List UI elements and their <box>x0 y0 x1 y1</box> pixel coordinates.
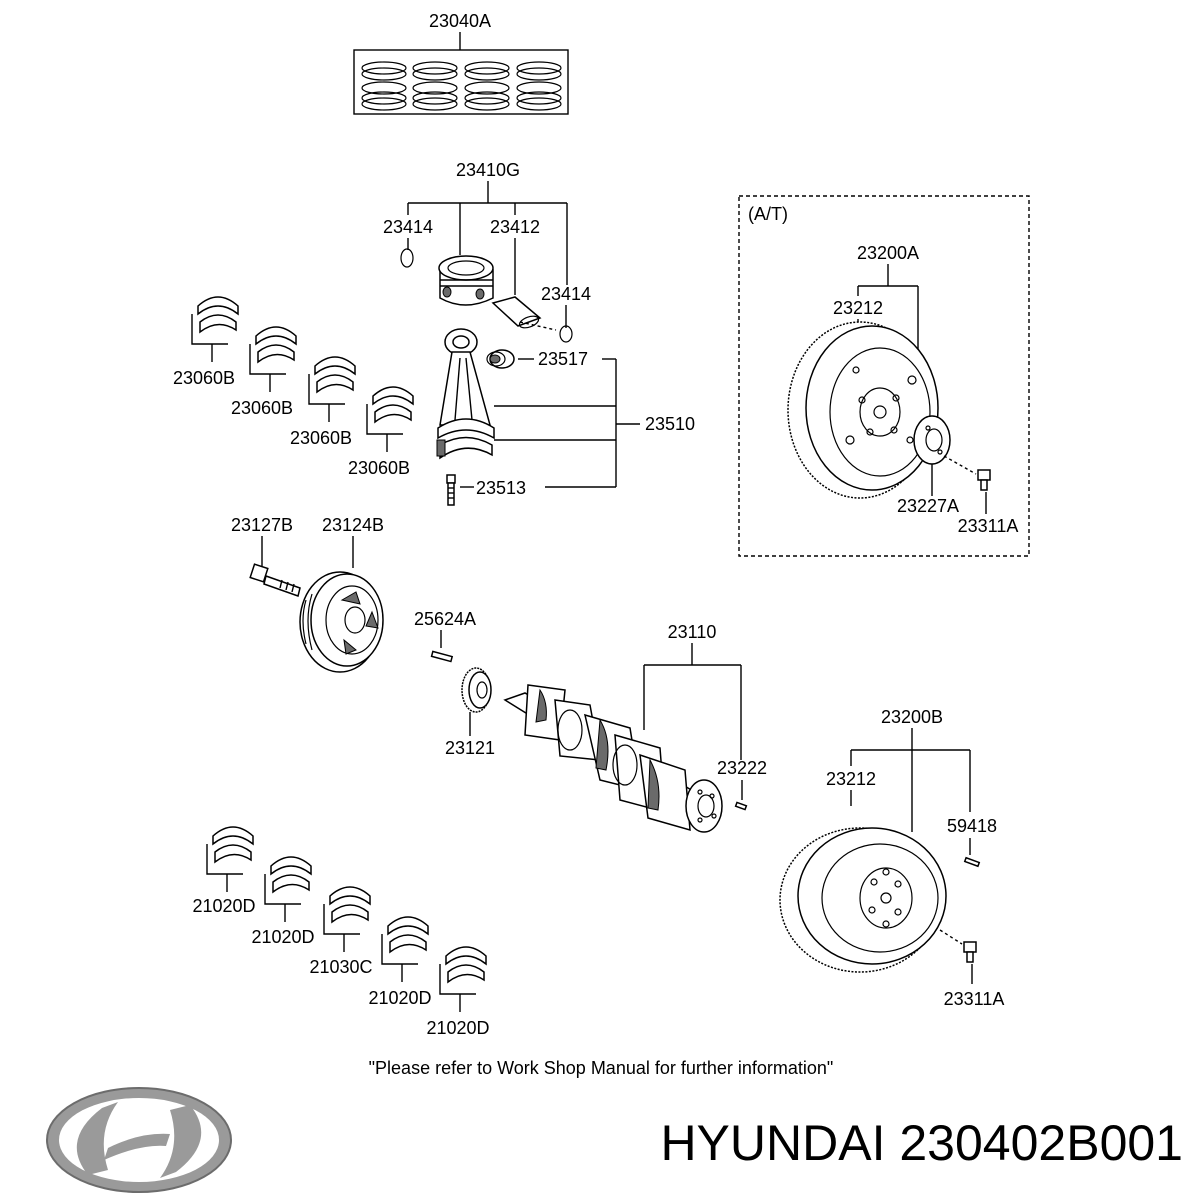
label-at: (A/T) <box>748 204 788 224</box>
flywheel-dowel <box>963 856 981 868</box>
label-23513: 23513 <box>476 478 526 498</box>
label-23121: 23121 <box>445 738 495 758</box>
label-21020D-2: 21020D <box>251 927 314 947</box>
label-25624A: 25624A <box>414 609 476 629</box>
label-23060B-4: 23060B <box>348 458 410 478</box>
piston-pin <box>491 296 542 327</box>
crankshaft-sprocket: 23121 <box>445 667 495 758</box>
flywheel-group: 23200B 23212 59418 23311A <box>779 707 1005 1009</box>
drive-plate <box>787 321 939 499</box>
label-23200A: 23200A <box>857 243 919 263</box>
workshop-manual-note: "Please refer to Work Shop Manual for fu… <box>369 1058 834 1078</box>
label-23124B: 23124B <box>322 515 384 535</box>
piston-ring-set: 23040A <box>353 11 569 115</box>
label-23414-right: 23414 <box>541 284 591 304</box>
piston-assembly: 23410G 23414 23412 23414 <box>383 160 591 343</box>
hyundai-logo <box>46 1087 232 1193</box>
label-59418: 59418 <box>947 816 997 836</box>
label-21030C: 21030C <box>309 957 372 977</box>
label-23040A: 23040A <box>429 11 491 31</box>
label-23412: 23412 <box>490 217 540 237</box>
drive-plate-bolt <box>977 469 991 491</box>
label-23127B: 23127B <box>231 515 293 535</box>
label-23227A: 23227A <box>897 496 959 516</box>
at-drive-plate-group: (A/T) 23200A 23212 <box>738 195 1030 557</box>
label-23060B-2: 23060B <box>231 398 293 418</box>
piston <box>438 255 494 306</box>
label-21020D-1: 21020D <box>192 896 255 916</box>
label-23410G: 23410G <box>456 160 520 180</box>
label-23110: 23110 <box>668 622 717 642</box>
woodruff-key: 25624A <box>414 609 476 663</box>
label-23060B-3: 23060B <box>290 428 352 448</box>
flywheel-bolt <box>963 941 977 963</box>
label-23517: 23517 <box>538 349 588 369</box>
pulley-bolt <box>249 563 301 597</box>
label-23200B: 23200B <box>881 707 943 727</box>
flywheel <box>779 827 947 973</box>
label-23222: 23222 <box>717 758 767 778</box>
main-bearings: 21020D 21020D 21030C 21020D 21020D <box>192 826 490 1038</box>
label-23060B-1: 23060B <box>173 368 235 388</box>
label-23414-left: 23414 <box>383 217 433 237</box>
crank-pin <box>734 801 748 811</box>
small-end-bushing <box>486 349 515 369</box>
snap-ring-left <box>400 248 414 268</box>
label-23510: 23510 <box>645 414 695 434</box>
crankshaft: 23110 23222 <box>503 622 767 833</box>
connecting-rod-assembly: 23517 23510 23513 <box>436 328 695 506</box>
label-23311A-mt: 23311A <box>944 989 1005 1009</box>
adapter-plate <box>913 415 951 465</box>
damper-pulley <box>299 571 384 673</box>
damper-pulley-group: 23127B 23124B <box>231 515 384 673</box>
conrod-bearings: 23060B 23060B 23060B 23060B <box>173 296 414 478</box>
conrod-bolt <box>446 474 456 506</box>
snap-ring-right <box>559 325 573 343</box>
part-number-title: HYUNDAI 230402B001 <box>660 1115 1183 1171</box>
label-21020D-5: 21020D <box>426 1018 489 1038</box>
label-23212-mt: 23212 <box>826 769 876 789</box>
label-23212-at: 23212 <box>833 298 883 318</box>
label-23311A-at: 23311A <box>958 516 1019 536</box>
label-21020D-4: 21020D <box>368 988 431 1008</box>
